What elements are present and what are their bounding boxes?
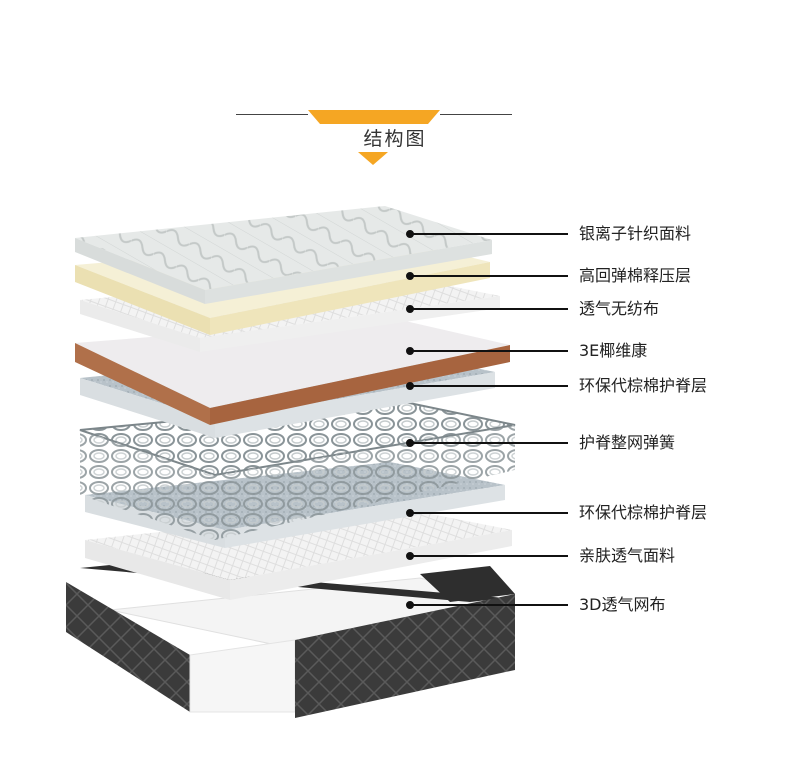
- layer-silver-knit: [75, 206, 492, 304]
- layer-label-eco-palm-lower: 环保代棕棉护脊层: [579, 503, 708, 522]
- layer-label-silver-knit: 银离子针织面料: [579, 224, 692, 243]
- layer-skin-friendly-fabric: [85, 507, 512, 600]
- layer-label-memory-foam: 高回弹棉释压层: [579, 266, 692, 285]
- base-frame-right-side: [295, 594, 515, 718]
- base-frame-left-side: [66, 582, 190, 712]
- header-line-right: [440, 114, 512, 115]
- top-ribbon-icon: [308, 110, 440, 124]
- layer-label-nonwoven: 透气无纺布: [579, 299, 660, 318]
- header-accent: [308, 110, 440, 165]
- page-title: 结构图: [363, 128, 427, 150]
- header-line-left: [236, 114, 308, 115]
- callout-lines: [406, 230, 568, 609]
- layer-label-3d-mesh: 3D透气网布: [579, 595, 666, 614]
- header: 结构图: [0, 0, 790, 180]
- layer-spring-unit: [79, 398, 516, 540]
- layer-label-3e-coconut: 3E椰维康: [579, 341, 648, 360]
- base-frame: [66, 565, 515, 718]
- layer-label-spring-unit: 护脊整网弹簧: [579, 433, 676, 452]
- chevron-down-icon: [358, 152, 388, 165]
- layer-label-eco-palm-upper: 环保代棕棉护脊层: [579, 376, 708, 395]
- layer-label-skin-fabric: 亲肤透气面料: [579, 546, 676, 565]
- base-frame-right-top: [420, 566, 515, 602]
